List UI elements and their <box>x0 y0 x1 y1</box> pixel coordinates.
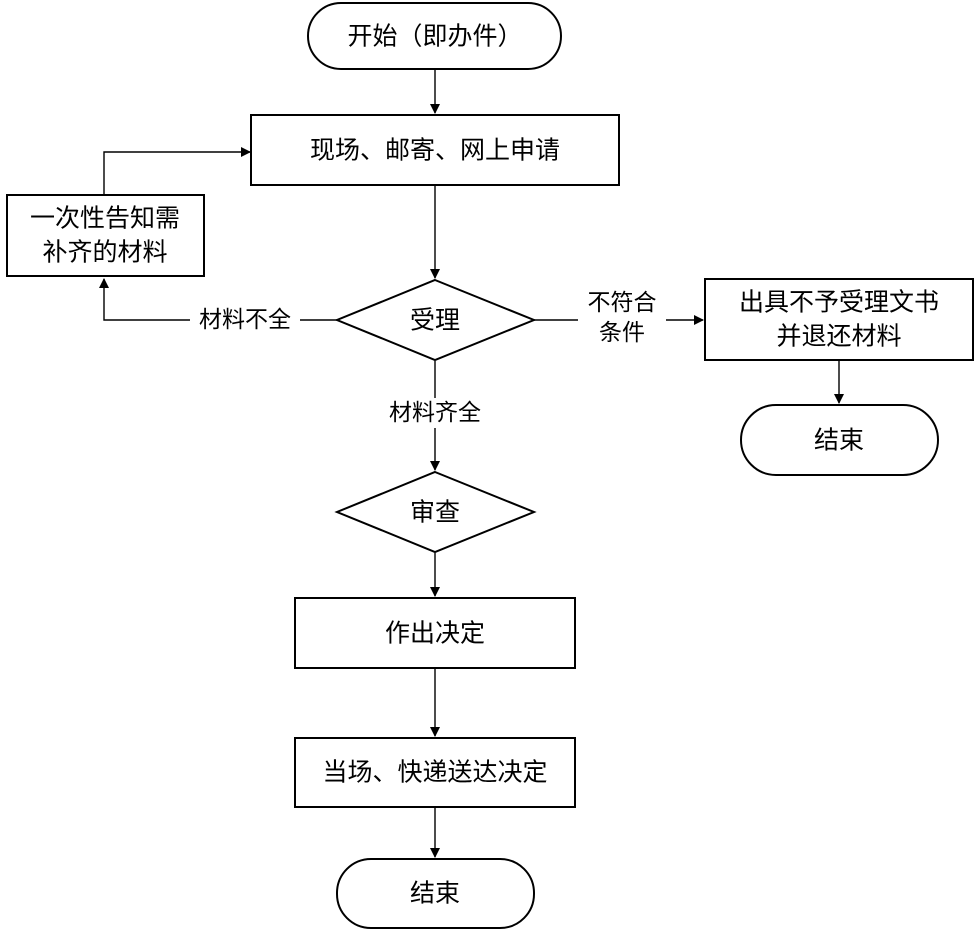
reject-label-line2: 并退还材料 <box>776 322 901 351</box>
notify-label-line2: 补齐的材料 <box>42 238 167 267</box>
label-incomplete: 材料不全 <box>199 307 291 333</box>
label-not-eligible-line1: 不符合 <box>588 290 657 316</box>
node-end-main: 结束 <box>336 858 535 929</box>
deliver-label: 当场、快递送达决定 <box>322 758 547 787</box>
node-review: 审查 <box>334 470 537 554</box>
accept-label: 受理 <box>410 306 460 335</box>
label-complete: 材料齐全 <box>389 400 481 426</box>
end-main-label: 结束 <box>410 879 460 908</box>
node-reject: 出具不予受理文书 并退还材料 <box>704 278 974 361</box>
reject-label-line1: 出具不予受理文书 <box>739 288 939 317</box>
node-deliver: 当场、快递送达决定 <box>294 737 576 808</box>
start-label: 开始（即办件） <box>347 22 522 51</box>
node-accept: 受理 <box>334 278 537 362</box>
node-start: 开始（即办件） <box>307 2 562 70</box>
edge-labels: 材料不全 不符合 条件 材料齐全 <box>190 289 666 428</box>
node-apply: 现场、邮寄、网上申请 <box>250 114 620 186</box>
end-reject-label: 结束 <box>814 426 864 455</box>
node-notify: 一次性告知需 补齐的材料 <box>6 194 205 277</box>
node-decide: 作出决定 <box>294 597 576 669</box>
edge-notify-to-apply <box>103 147 251 195</box>
decide-label: 作出决定 <box>385 619 485 648</box>
label-not-eligible-line2: 条件 <box>599 320 645 346</box>
apply-label: 现场、邮寄、网上申请 <box>310 136 560 165</box>
notify-label-line1: 一次性告知需 <box>30 204 180 233</box>
review-label: 审查 <box>410 498 460 527</box>
node-end-reject: 结束 <box>740 404 939 476</box>
